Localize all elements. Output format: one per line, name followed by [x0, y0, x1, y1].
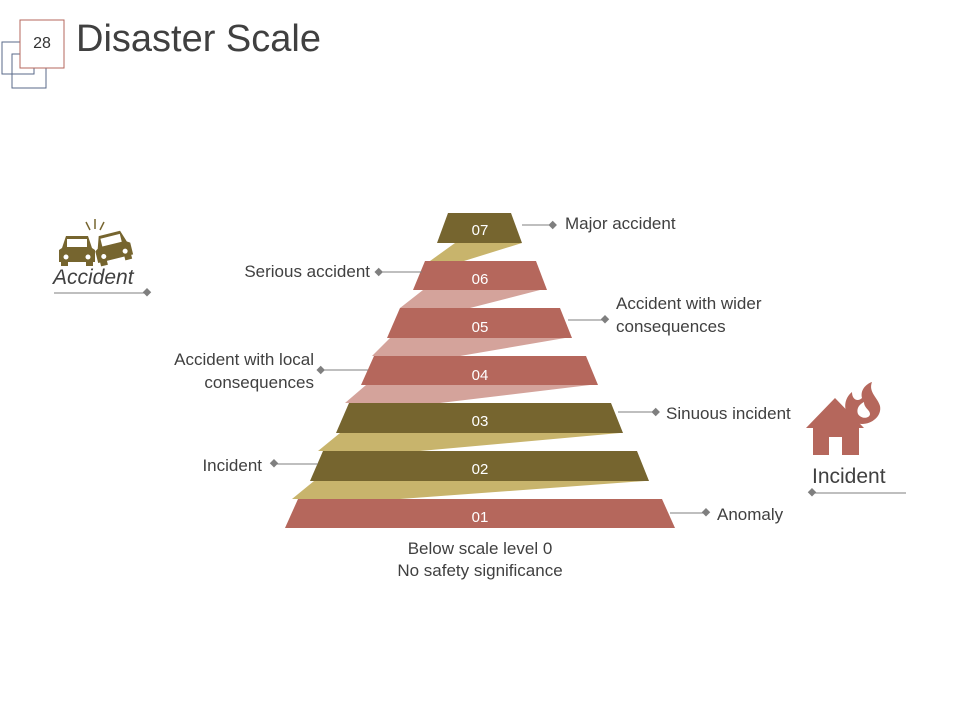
connector-07-06: [430, 243, 522, 261]
label-sinuous-incident: Sinuous incident: [666, 404, 791, 423]
connector-05-04: [372, 338, 565, 356]
tier-07: [437, 213, 522, 243]
tier-number-06: 06: [472, 271, 489, 288]
label-anomaly: Anomaly: [717, 505, 784, 524]
tier-number-01: 01: [472, 509, 489, 526]
label-accident-local: Accident with local consequences: [174, 350, 314, 392]
tier-number-05: 05: [472, 319, 489, 336]
label-major-accident: Major accident: [565, 214, 676, 233]
leader-dot-01: [701, 508, 711, 517]
slide-number: 28: [33, 35, 51, 52]
legend-accident-label: Accident: [53, 266, 134, 289]
slide-number-frame: [1, 19, 65, 89]
connector-06-05: [400, 290, 540, 308]
footer-line-2: No safety significance: [397, 561, 563, 580]
tier-01: [285, 499, 675, 528]
tier-number-04: 04: [472, 367, 489, 384]
connector-04-03: [345, 385, 590, 403]
tier-number-02: 02: [472, 461, 489, 478]
leader-dot-03: [651, 407, 660, 417]
tier-06: [413, 261, 547, 290]
tier-05: [387, 308, 572, 338]
house-fire-icon: [806, 382, 881, 455]
connector-03-02: [318, 433, 620, 451]
leader-dot-05: [600, 315, 610, 324]
connector-02-01: [292, 481, 645, 499]
tier-number-07: 07: [472, 222, 489, 239]
tier-04: [361, 356, 598, 385]
tier-02: [310, 451, 649, 481]
tier-number-03: 03: [472, 413, 489, 430]
legend-incident-label: Incident: [812, 465, 886, 488]
footer-line-1: Below scale level 0: [407, 539, 553, 558]
leader-dot-07: [548, 220, 557, 230]
pyramid-footer: Below scale level 0 No safety significan…: [330, 538, 630, 582]
label-accident-wider: Accident with wider consequences: [616, 294, 762, 336]
leader-dot-06: [374, 267, 383, 277]
leader-dot-02: [269, 459, 279, 468]
car-crash-icon: [59, 219, 134, 267]
page-title: Disaster Scale: [76, 18, 321, 60]
tier-03: [336, 403, 623, 433]
leader-dot-04: [316, 365, 325, 375]
label-serious-accident: Serious accident: [244, 262, 370, 281]
label-incident: Incident: [202, 456, 262, 475]
